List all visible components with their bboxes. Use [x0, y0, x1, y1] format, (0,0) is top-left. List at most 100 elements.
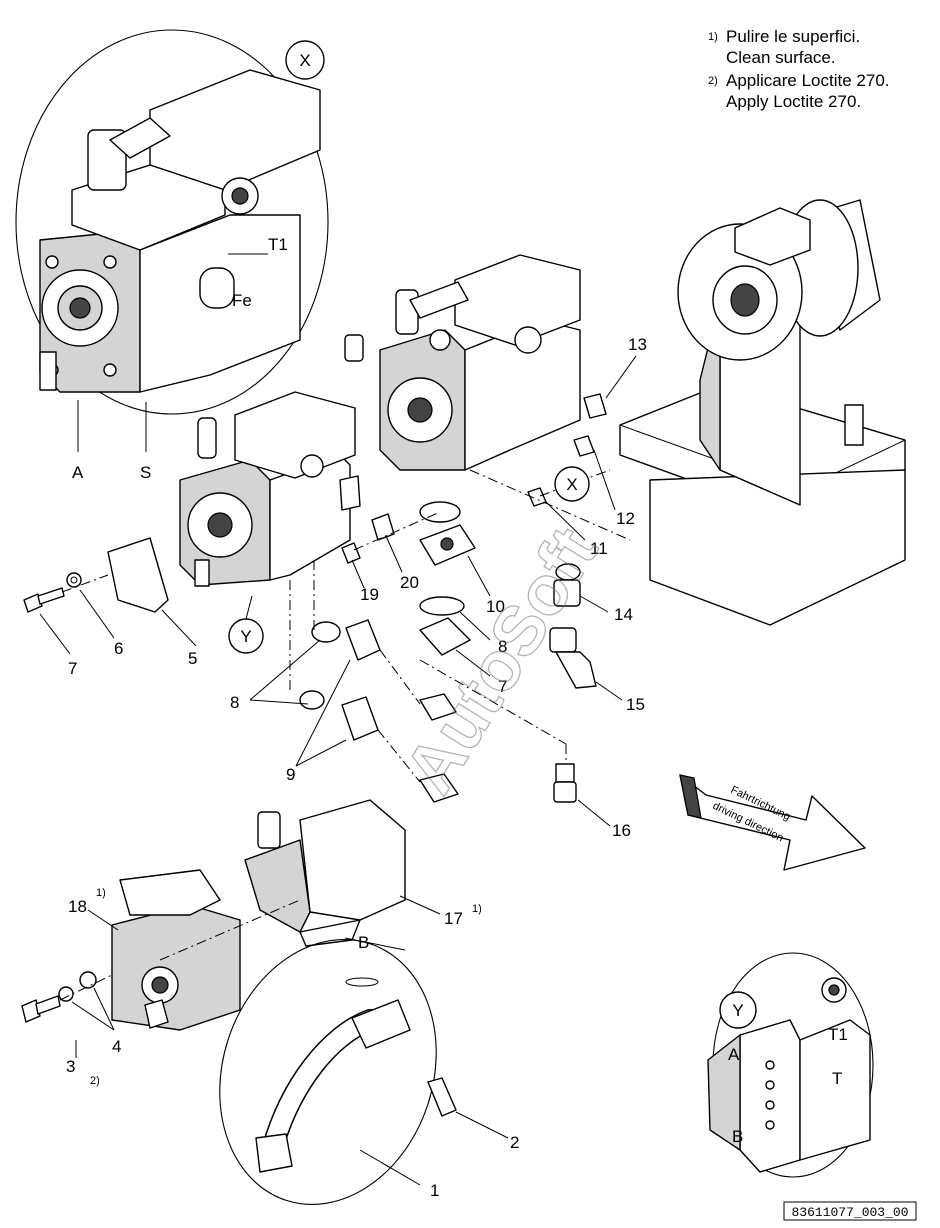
detail-y-port-t-label: T: [832, 1069, 842, 1088]
footnote-mark-3: 2): [90, 1075, 100, 1087]
leader-16: [577, 799, 611, 827]
lower-pump-assembly: B: [21, 799, 406, 1031]
footnote-mark-17: 1): [472, 903, 482, 915]
callout-13: 13: [628, 335, 647, 354]
callout-7: 7: [68, 659, 77, 678]
callout-16: 16: [612, 821, 631, 840]
cover-plate-part-5: [107, 537, 169, 613]
bolt-part-16: [553, 763, 577, 803]
fitting-part-20: [371, 513, 395, 541]
leader-19: [351, 559, 365, 589]
detail-x-view: X T1 Fe A S: [15, 29, 329, 482]
bolt-lower: [419, 773, 459, 803]
bolt-16-thread: [555, 763, 575, 783]
split-flange-group: [289, 560, 459, 803]
leader-9a: [295, 739, 347, 767]
hose-oring: [345, 977, 379, 987]
callout-15: 15: [626, 695, 645, 714]
split-flange-part-9-upper: [345, 619, 381, 661]
fitting-part-14: [553, 579, 581, 607]
engine-mount: [619, 199, 906, 626]
leader-5: [161, 609, 197, 647]
left-pump-port-s: [339, 475, 361, 511]
bolt-upper: [419, 693, 457, 721]
pump-part-17-flange: [244, 839, 311, 933]
drawing-ref-box: [783, 1201, 917, 1221]
detail-y-housing: [799, 1019, 871, 1161]
fitting-part-19: [341, 542, 361, 564]
direction-arrow-tail: [679, 774, 702, 819]
oring-part-8-lower: [299, 690, 325, 710]
hose-fitting-upper: [351, 999, 411, 1049]
callout-19: 19: [360, 585, 379, 604]
split-flange-part-9-lower: [341, 696, 379, 741]
leader-4b: [93, 987, 115, 1031]
washer-part-6: [66, 572, 82, 588]
bolt-head-part-3: [21, 999, 41, 1023]
detail-y-letter: Y: [732, 1001, 743, 1020]
detail-x-drain-tube: [39, 351, 57, 391]
detail-x-elbow: [109, 117, 171, 159]
port-b-label: B: [358, 933, 369, 952]
callout-3: 3: [66, 1057, 75, 1076]
detail-x-port-s-label: S: [140, 463, 151, 482]
elbow-part-15: [555, 651, 597, 689]
main-pump-fitting: [395, 289, 419, 335]
drawing-reference: 83611077_003_00: [783, 1201, 917, 1221]
bolt-head-part-7: [23, 593, 43, 613]
main-hydraulic-pump: [344, 254, 581, 471]
callout-20: 20: [400, 573, 419, 592]
main-pump-shaft: [407, 397, 433, 423]
leader-7: [39, 613, 71, 655]
detail-y-view: Y T1 T A B: [707, 952, 874, 1178]
drawing-ref-number: 83611077_003_00: [791, 1205, 908, 1220]
detail-y-flange: [739, 1019, 801, 1173]
leader-13: [605, 355, 637, 399]
bolt-16-head: [553, 781, 577, 803]
callout-14: 14: [614, 605, 633, 624]
fitting-part-13: [583, 393, 607, 419]
hose-detail: [219, 937, 457, 1205]
note-2-italian: Applicare Loctite 270.: [726, 71, 890, 90]
assembly-line-fitting-11: [539, 469, 611, 497]
footnote-mark-18: 1): [96, 887, 106, 899]
callout-labels: 1 2 3 2) 4 5 6 7 7 8 8 9 10 11 12 13 14 …: [66, 335, 647, 1200]
notes-block: 1) Pulire le superfici. Clean surface. 2…: [708, 27, 890, 111]
leader-7b: [455, 649, 491, 677]
detail-y-solenoid-core: [828, 984, 840, 996]
leader-15: [595, 681, 623, 701]
pump-part-18-body: [111, 904, 241, 1031]
left-pump-shaft: [207, 512, 233, 538]
engine-block: [649, 469, 906, 626]
detail-x-bolt-icon: [103, 255, 117, 269]
assembly-line-bolt-16: [419, 659, 567, 745]
hose-fitting-lower: [255, 1133, 293, 1173]
direction-arrow-shape: [679, 774, 866, 871]
leader-1: [359, 1149, 421, 1186]
callout-8: 8: [230, 693, 239, 712]
note-1-english: Clean surface.: [726, 48, 836, 67]
engine-control-box: [734, 207, 811, 266]
detail-x-marker-letter: X: [566, 475, 577, 494]
detail-y-port-b-label: B: [732, 1127, 743, 1146]
leader-4a: [71, 1001, 115, 1031]
leader-11: [545, 501, 586, 541]
assembly-line-fitting-19: [353, 511, 441, 551]
detail-y-port-a-label: A: [728, 1045, 740, 1064]
washer-part-4-a: [58, 986, 74, 1002]
assembly-line-bolt-7: [61, 574, 109, 593]
leader-20: [385, 535, 403, 573]
assembly-line-pump-18: [159, 899, 301, 961]
left-pump-drain-tube: [194, 559, 210, 587]
detail-x-solenoid-core: [231, 187, 249, 205]
half-flange-part-7: [419, 617, 471, 656]
leader-17: [399, 895, 441, 915]
bolt-shank-part-3: [35, 995, 61, 1015]
callout-9: 9: [286, 765, 295, 784]
note-1-italian: Pulire le superfici.: [726, 27, 860, 46]
leader-6: [79, 589, 115, 639]
left-hydraulic-pump: [179, 391, 361, 587]
assembly-line-bolt-3: [59, 974, 113, 1001]
leader-12: [593, 449, 616, 511]
